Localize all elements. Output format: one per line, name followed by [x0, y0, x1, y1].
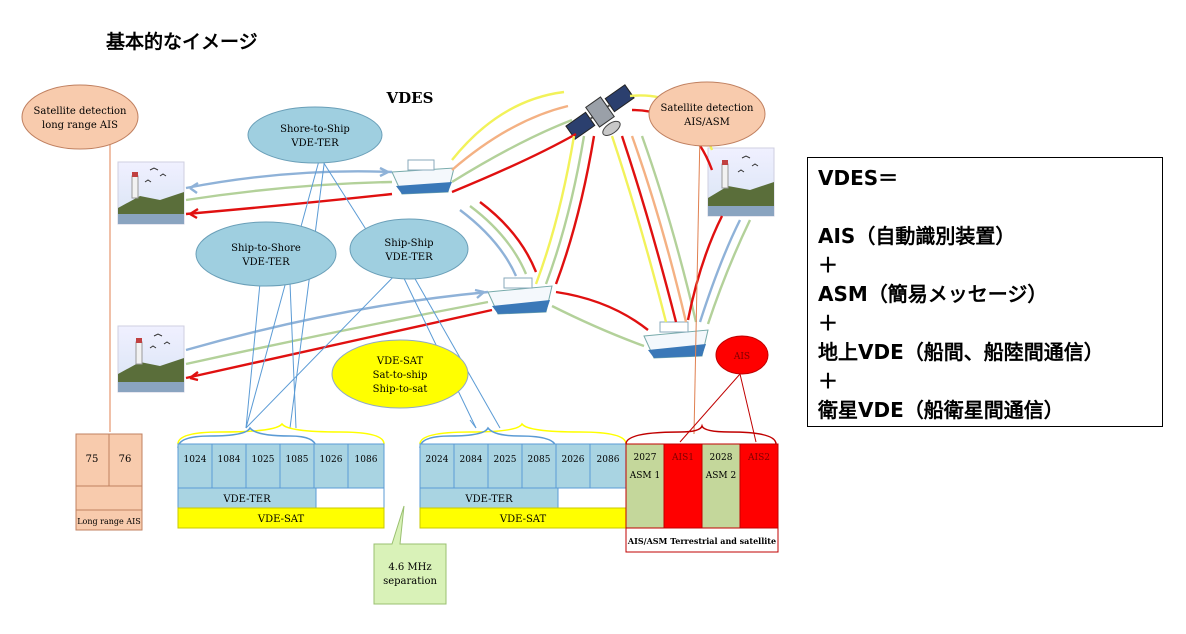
- long-range-channel-76: 76: [119, 454, 132, 465]
- channel-2026: 2026: [562, 455, 585, 465]
- vdes-definition-line: ASM（簡易メッセージ）: [818, 282, 1048, 306]
- ellipse-ship-ship: Ship-Ship VDE-TER: [349, 218, 469, 280]
- channel-1024: 1024: [184, 455, 207, 465]
- channel-2084: 2084: [460, 455, 483, 465]
- ellipse-shore-to-ship: Shore-to-Ship VDE-TER: [247, 106, 383, 164]
- channel-braces: [177, 422, 777, 449]
- long-range-ais-label: Long range AIS: [77, 517, 141, 526]
- channel-2025: 2025: [494, 455, 517, 465]
- vdes-definition-line: ＋: [818, 311, 838, 335]
- vdes-definition-box: VDES＝ AIS（自動識別装置） ＋ ASM（簡易メッセージ） ＋ 地上VDE…: [807, 157, 1163, 427]
- vdes-definition-line: VDES＝: [818, 166, 899, 190]
- ais-asm-terrestrial-satellite-label: AIS/ASM Terrestrial and satellite: [627, 536, 776, 546]
- vdes-definition-line: 地上VDE（船間、船陸間通信）: [818, 340, 1104, 364]
- ellipse-shore-to-ship-line1: Shore-to-Ship: [280, 124, 350, 135]
- asm-ais-cell: [625, 443, 665, 529]
- channel-1084: 1084: [218, 455, 241, 465]
- ellipse-ship-to-shore-line2: VDE-TER: [241, 257, 290, 268]
- block1-vde-sat-label: VDE-SAT: [257, 514, 305, 525]
- satellite-icon: [565, 84, 635, 140]
- ellipse-shore-to-ship-line2: VDE-TER: [290, 138, 339, 149]
- connector-lines: [245, 156, 501, 429]
- asm-ais-cell-top-label: AIS2: [747, 453, 770, 463]
- lighthouse-image-bottom-left: [117, 325, 185, 393]
- connector-lines-red: [679, 373, 757, 443]
- long-range-ais-block: 75 76 Long range AIS: [75, 433, 143, 531]
- ellipse-ship-ship-line2: VDE-TER: [384, 252, 433, 263]
- channel-1026: 1026: [320, 455, 343, 465]
- vdes-definition-line: [818, 193, 1152, 222]
- ellipse-vde-sat-line2: Sat-to-ship: [373, 370, 428, 381]
- separation-line2: separation: [383, 576, 437, 587]
- block2-vde-sat-label: VDE-SAT: [499, 514, 547, 525]
- channel-1085: 1085: [286, 455, 309, 465]
- lighthouse-image-right: [707, 147, 775, 217]
- ellipse-ais: AIS: [715, 335, 769, 375]
- channel-block-1: 1024 1084 1025 1085 1026 1086 VDE-TER VD…: [177, 443, 385, 529]
- channel-2024: 2024: [426, 455, 449, 465]
- diagram-title: VDES: [386, 89, 434, 107]
- channel-1025: 1025: [252, 455, 275, 465]
- asm-ais-cell-top-label: 2027: [634, 453, 657, 463]
- ship-icon-right: [643, 321, 709, 359]
- separation-callout: 4.6 MHz separation: [373, 505, 447, 605]
- asm-ais-block: AIS/ASM Terrestrial and satellite 2027AS…: [625, 443, 779, 553]
- vdes-definition-line: ＋: [818, 369, 838, 393]
- separation-line1: 4.6 MHz: [388, 562, 431, 573]
- ship-icon-top: [391, 159, 455, 195]
- long-range-channel-75: 75: [86, 454, 99, 465]
- lighthouse-image-top-left: [117, 161, 185, 225]
- page-title: 基本的なイメージ: [106, 31, 258, 53]
- ellipse-satellite-detection-long-range-line1: Satellite detection: [34, 106, 128, 117]
- asm-ais-cell-top-label: AIS1: [671, 453, 694, 463]
- ellipse-satellite-detection-long-range-line2: long range AIS: [42, 120, 118, 131]
- channel-2086: 2086: [597, 455, 620, 465]
- ellipse-ship-to-shore: Ship-to-Shore VDE-TER: [195, 221, 337, 287]
- ellipse-ship-to-shore-line1: Ship-to-Shore: [231, 243, 301, 254]
- asm-ais-cell: [739, 443, 779, 529]
- asm-ais-cell-bottom-label: ASM 1: [629, 471, 660, 481]
- ellipse-vde-sat: VDE-SAT Sat-to-ship Ship-to-sat: [331, 339, 469, 409]
- ellipse-satellite-detection-ais-asm: Satellite detection AIS/ASM: [648, 81, 766, 147]
- asm-ais-cell: [663, 443, 703, 529]
- ellipse-ship-ship-line1: Ship-Ship: [384, 238, 433, 249]
- vdes-definition-line: 衛星VDE（船衛星間通信）: [818, 398, 1064, 422]
- block1-vde-ter-label: VDE-TER: [222, 494, 271, 505]
- ellipse-satellite-detection-ais-asm-line1: Satellite detection: [661, 103, 755, 114]
- communication-arrows: [185, 90, 752, 382]
- asm-ais-cell-top-label: 2028: [710, 453, 733, 463]
- ellipse-satellite-detection-long-range: Satellite detection long range AIS: [21, 84, 139, 150]
- ship-icon-middle: [487, 277, 553, 315]
- block2-vde-ter-label: VDE-TER: [464, 494, 513, 505]
- ellipse-satellite-detection-ais-asm-line2: AIS/ASM: [683, 117, 730, 128]
- ellipse-vde-sat-line3: Ship-to-sat: [373, 384, 428, 395]
- ellipse-ais-label: AIS: [733, 352, 750, 362]
- channel-block-2: 2024 2084 2025 2085 2026 2086 VDE-TER VD…: [419, 443, 627, 529]
- vdes-definition-line: ＋: [818, 253, 838, 277]
- channel-2085: 2085: [528, 455, 551, 465]
- vdes-definition-line: AIS（自動識別装置）: [818, 224, 1016, 248]
- channel-1086: 1086: [355, 455, 378, 465]
- asm-ais-cell-bottom-label: ASM 2: [705, 471, 736, 481]
- ellipse-vde-sat-line1: VDE-SAT: [376, 356, 424, 367]
